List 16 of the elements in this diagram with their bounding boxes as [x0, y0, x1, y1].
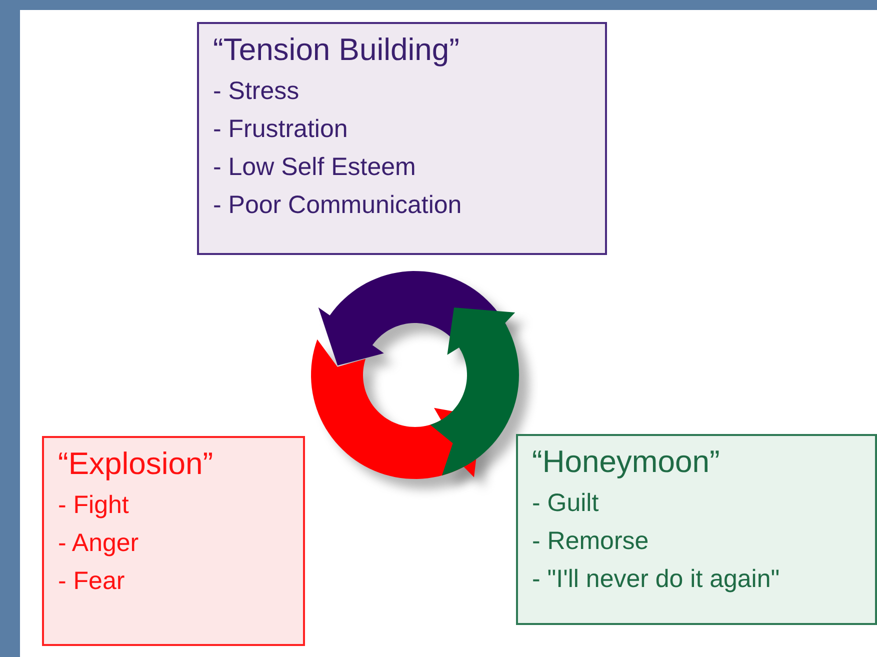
list-item: - Guilt [532, 488, 600, 519]
list-item: - Fight [58, 490, 130, 521]
list-item: - "I'll never do it again" [532, 564, 781, 595]
stage-title: “Honeymoon” [532, 444, 721, 480]
list-item: - Low Self Esteem [213, 152, 417, 183]
list-item: - Fear [58, 566, 126, 597]
list-item: - Stress [213, 76, 300, 107]
stage-title: “Explosion” [58, 446, 214, 482]
list-item: - Remorse [532, 526, 650, 557]
stage-title: “Tension Building” [213, 32, 460, 68]
stage-box [516, 434, 877, 625]
list-item: - Frustration [213, 114, 349, 145]
list-item: - Poor Communication [213, 190, 463, 221]
stage-box [42, 436, 305, 646]
stage-box [197, 22, 607, 255]
list-item: - Anger [58, 528, 140, 559]
